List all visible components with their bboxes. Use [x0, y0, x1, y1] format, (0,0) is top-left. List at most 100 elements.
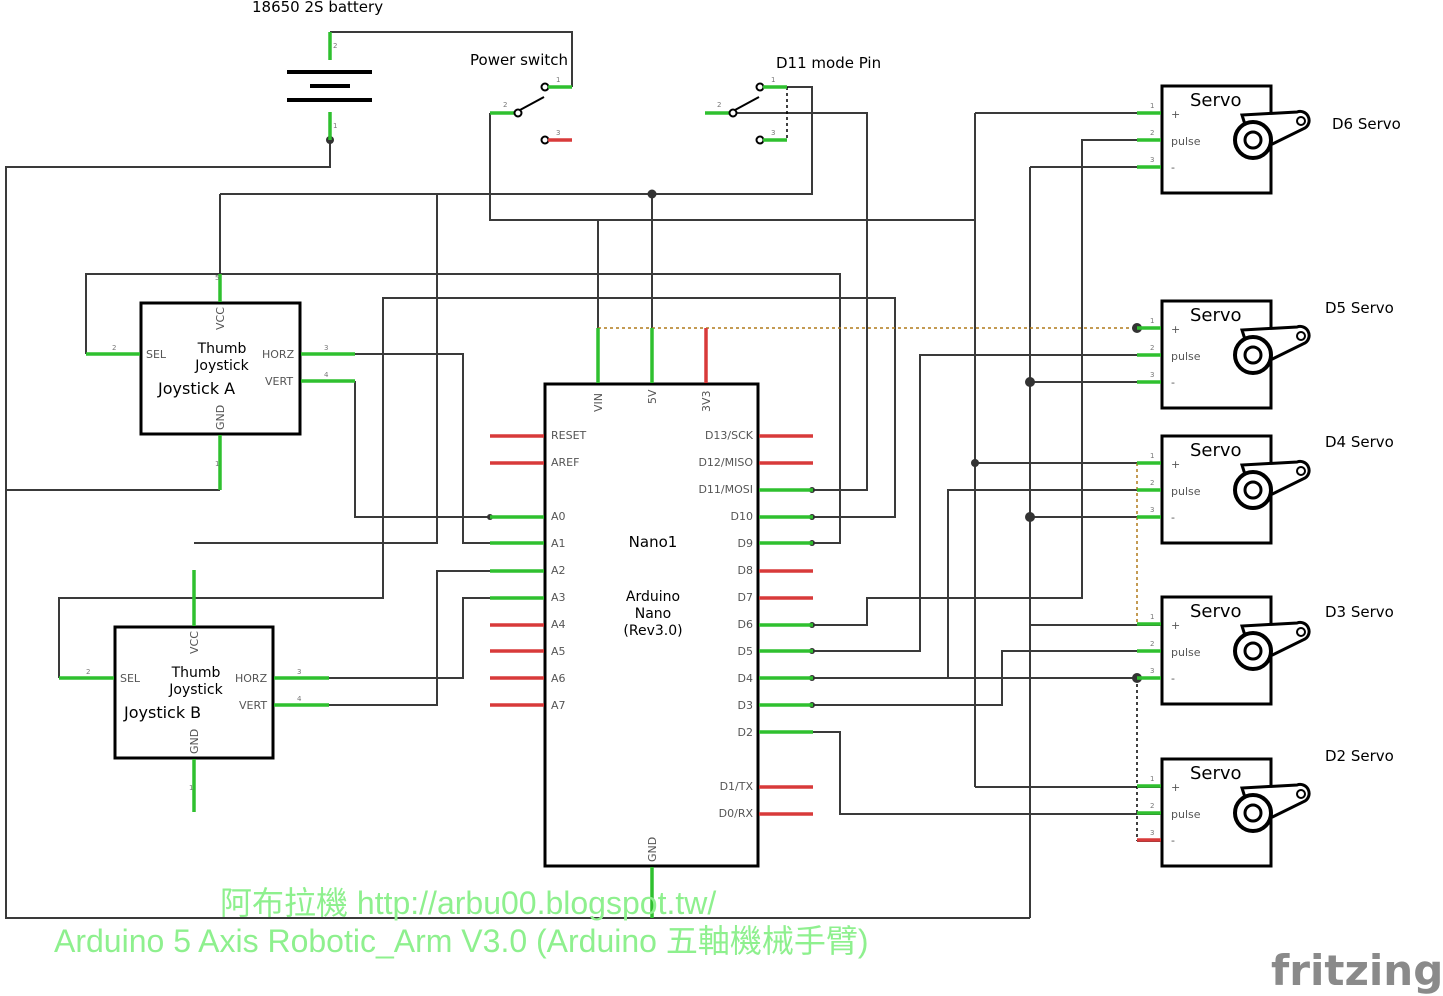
joystick-b-title1: Thumb	[171, 665, 221, 681]
servo-title: Servo	[1190, 440, 1242, 461]
svg-text:1: 1	[556, 76, 560, 84]
nano-pin-a3: A3	[551, 591, 566, 604]
joystick-b-title2: Joystick	[168, 682, 223, 698]
nano-pin-d3: D3	[738, 699, 753, 712]
svg-text:3: 3	[556, 129, 560, 137]
svg-text:3: 3	[1150, 506, 1154, 514]
servo-plus-label: +	[1171, 108, 1180, 121]
svg-text:1: 1	[189, 784, 193, 792]
svg-text:1: 1	[1150, 775, 1154, 783]
servo-title: Servo	[1190, 305, 1242, 326]
servo-title: Servo	[1190, 601, 1242, 622]
watermark-line2: Arduino 5 Axis Robotic_Arm V3.0 (Arduino…	[54, 923, 869, 959]
joystick-a-vcc-label: VCC	[214, 307, 227, 330]
servo-title: Servo	[1190, 90, 1242, 111]
servo-minus-label: -	[1171, 834, 1175, 847]
svg-text:3: 3	[1150, 156, 1154, 164]
joystick-a-title2: Joystick	[194, 358, 249, 374]
fritzing-logo: fritzing	[1271, 946, 1443, 995]
nano-pin-vin: VIN	[592, 393, 605, 412]
nano-pin-d8: D8	[738, 564, 753, 577]
joystick-b-gnd-label: GND	[188, 729, 201, 754]
servo-pulse-label: pulse	[1171, 350, 1201, 363]
battery: 18650 2S battery 2 1	[252, 0, 383, 140]
nano-model-line2: Nano	[635, 606, 672, 622]
d11-mode-switch[interactable]: D11 mode Pin 2 1 3	[705, 54, 881, 145]
servo-pulse-label: pulse	[1171, 135, 1201, 148]
servo-minus-label: -	[1171, 672, 1175, 685]
nano-pin-d12: D12/MISO	[698, 456, 753, 469]
servo-plus-label: +	[1171, 619, 1180, 632]
servo-plus-label: +	[1171, 458, 1180, 471]
joystick-b-horz-label: HORZ	[235, 672, 268, 685]
power-switch[interactable]: Power switch 2 1 3	[470, 51, 572, 145]
joystick-b-vert-label: VERT	[239, 699, 267, 712]
nano-pin-d7: D7	[738, 591, 753, 604]
svg-text:3: 3	[297, 668, 301, 676]
nano-pin-d0: D0/RX	[719, 807, 754, 820]
joystick-a: 2 3 4 5 1 SEL HORZ VERT VCC GND Thumb Jo…	[86, 274, 355, 490]
svg-text:1: 1	[1150, 613, 1154, 621]
nano-pin-d11: D11/MOSI	[698, 483, 753, 496]
svg-text:2: 2	[1150, 344, 1154, 352]
svg-text:2: 2	[112, 344, 116, 352]
nano-pin-d9: D9	[738, 537, 753, 550]
nano-pin-d10: D10	[731, 510, 753, 523]
servo-title: Servo	[1190, 763, 1242, 784]
servo-pulse-label: pulse	[1171, 646, 1201, 659]
servo-pulse-label: pulse	[1171, 485, 1201, 498]
nano-name: Nano1	[629, 533, 678, 551]
joystick-a-vert-label: VERT	[265, 375, 293, 388]
svg-text:3: 3	[1150, 371, 1154, 379]
servo-minus-label: -	[1171, 161, 1175, 174]
power-switch-label: Power switch	[470, 51, 568, 69]
nano-pin-a4: A4	[551, 618, 566, 631]
svg-text:3: 3	[324, 344, 328, 352]
nano-pin-a2: A2	[551, 564, 566, 577]
nano-model-line1: Arduino	[626, 589, 680, 605]
nano-pin-a7: A7	[551, 699, 566, 712]
joystick-a-name: Joystick A	[157, 379, 235, 398]
nano-pin-gnd: GND	[646, 837, 659, 862]
watermark-line1: 阿布拉機 http://arbu00.blogspot.tw/	[220, 885, 716, 921]
joystick-b-sel-label: SEL	[120, 672, 141, 685]
nano-pin-3v3: 3V3	[700, 390, 713, 412]
servo-plus-label: +	[1171, 781, 1180, 794]
nano-pin-a5: A5	[551, 645, 566, 658]
svg-text:2: 2	[333, 42, 337, 50]
servo-plus-label: +	[1171, 323, 1180, 336]
servo-minus-label: -	[1171, 376, 1175, 389]
nano-pin-reset: RESET	[551, 429, 587, 442]
joystick-b-name: Joystick B	[123, 703, 201, 722]
arduino-nano: VIN 5V 3V3 GND RESET AREF A0 A1 A2 A3 A4…	[490, 328, 813, 918]
joystick-a-horz-label: HORZ	[262, 348, 295, 361]
nano-pin-d6: D6	[738, 618, 753, 631]
svg-text:4: 4	[324, 371, 329, 379]
nano-pin-aref: AREF	[551, 456, 579, 469]
svg-text:3: 3	[771, 129, 775, 137]
servo-name-d5: D5 Servo	[1325, 299, 1394, 317]
nano-pin-a6: A6	[551, 672, 566, 685]
servo-name-d3: D3 Servo	[1325, 603, 1394, 621]
nano-model-line3: (Rev3.0)	[623, 623, 682, 639]
joystick-a-title1: Thumb	[197, 341, 247, 357]
joystick-a-sel-label: SEL	[146, 348, 167, 361]
nano-pin-a1: A1	[551, 537, 566, 550]
nano-pin-d1: D1/TX	[720, 780, 754, 793]
nano-pin-d13: D13/SCK	[705, 429, 754, 442]
servo-name-d4: D4 Servo	[1325, 433, 1394, 451]
servo-pulse-label: pulse	[1171, 808, 1201, 821]
svg-text:1: 1	[215, 460, 219, 468]
svg-text:2: 2	[1150, 802, 1154, 810]
joystick-a-gnd-label: GND	[214, 405, 227, 430]
svg-text:2: 2	[1150, 640, 1154, 648]
svg-text:2: 2	[1150, 129, 1154, 137]
servo-minus-label: -	[1171, 511, 1175, 524]
svg-text:3: 3	[1150, 829, 1154, 837]
